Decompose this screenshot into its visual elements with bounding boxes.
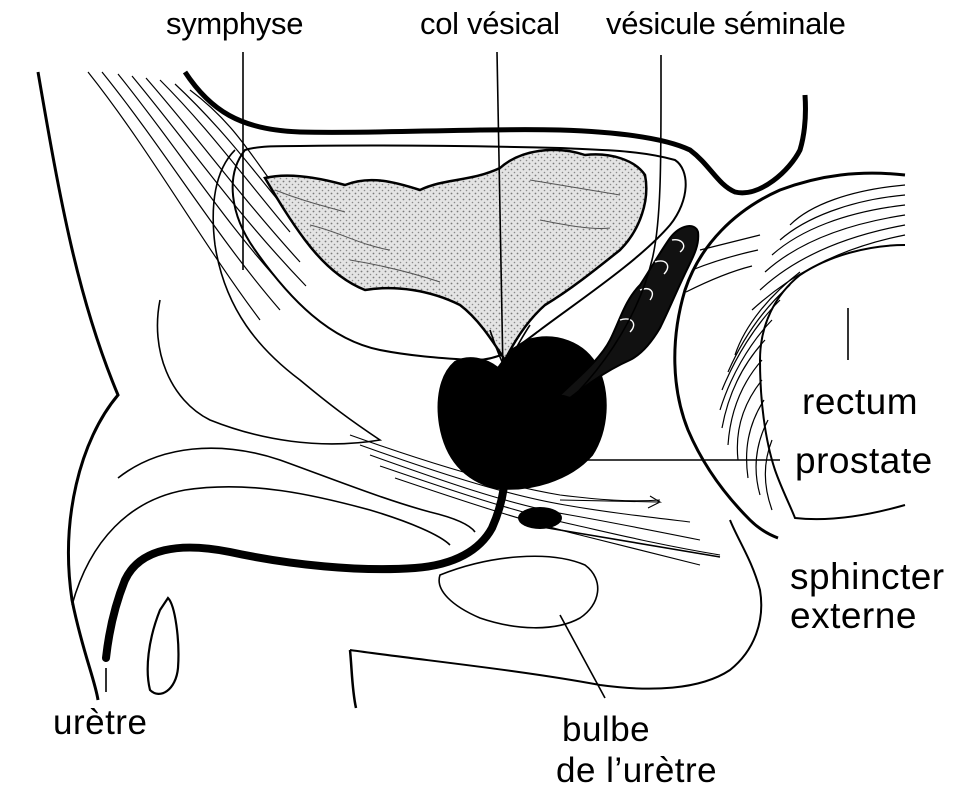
external-sphincter <box>518 507 562 529</box>
lower-cut-left <box>350 650 356 708</box>
urethral-bulb <box>439 556 598 627</box>
bladder-lumen <box>265 150 646 360</box>
label-col-vesical: col vésical <box>420 8 560 39</box>
prostate <box>439 337 606 488</box>
penile-tube-inner <box>148 598 179 694</box>
label-rectum: rectum <box>802 383 918 420</box>
urethra <box>106 470 505 658</box>
leader-sphincter <box>530 525 720 557</box>
label-bulbe-line1: bulbe <box>562 712 650 747</box>
label-uretre: urètre <box>53 705 147 740</box>
label-sphincter-line2: externe <box>790 597 917 634</box>
label-sphincter-line1: sphincter <box>790 558 945 595</box>
leader-bulbe <box>560 615 605 698</box>
penile-outline-upper <box>118 448 475 532</box>
label-vesicule-seminale: vésicule séminale <box>606 8 846 39</box>
label-prostate: prostate <box>795 442 933 479</box>
rectum-outer <box>675 173 905 538</box>
label-bulbe-line2: de l’urètre <box>556 753 717 788</box>
penile-outline-lower <box>72 487 450 605</box>
left-body-outline <box>38 72 118 700</box>
ligament-fibres-left <box>88 72 306 320</box>
perineum-outline <box>350 520 761 689</box>
label-symphyse: symphyse <box>166 8 303 39</box>
